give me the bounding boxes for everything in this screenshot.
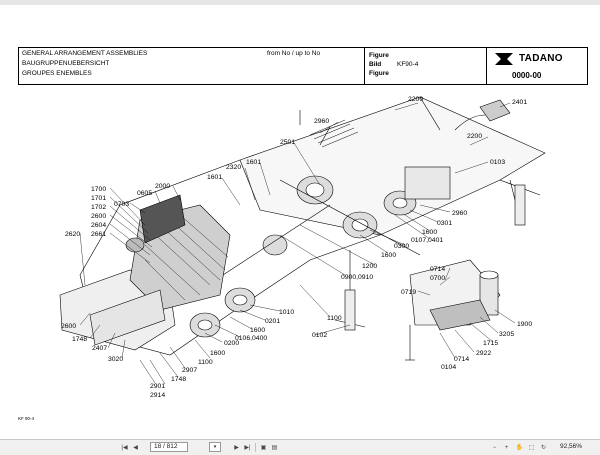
first-page-icon[interactable]: |◀ — [121, 445, 128, 451]
page-dropdown-icon[interactable]: ▾ — [209, 442, 221, 452]
callout-label: 2914 — [150, 392, 165, 399]
title-en: GENERAL ARRANGEMENT ASSEMBLIES — [22, 50, 148, 57]
select-tool-icon[interactable]: ⬚ — [528, 445, 535, 451]
callout-label: 1200 — [362, 263, 377, 270]
callout-label: 2200 — [408, 96, 423, 103]
callout-label: 1748 — [72, 336, 87, 343]
callout-label: 1600 — [250, 327, 265, 334]
rotate-icon[interactable]: ↻ — [540, 445, 547, 451]
bild-label: Bild — [369, 61, 382, 68]
pdf-viewer-toolbar: |◀ ◀ 18 / 812 ▾ ▶ ▶| ▣ ▤ − + ✋ ⬚ ↻ 92,56… — [0, 439, 600, 455]
zoom-out-icon[interactable]: − — [492, 444, 497, 451]
page-number-input[interactable]: 18 / 812 — [150, 442, 188, 452]
callout-label: 0900,0910 — [341, 274, 373, 281]
figure-number: 0000-00 — [512, 71, 542, 80]
callout-label: 1600 — [381, 252, 396, 259]
toolbar-separator — [255, 443, 256, 452]
callout-label: 2960 — [314, 118, 329, 125]
page-footnote: KF 90-4 — [18, 416, 35, 421]
callout-label: 1700 — [91, 186, 106, 193]
brand-name: TADANO — [519, 53, 563, 64]
callout-label: 1601 — [246, 159, 261, 166]
callout-label: 2661 — [91, 231, 106, 238]
hand-tool-icon[interactable]: ✋ — [515, 445, 524, 451]
callout-label: 2600 — [61, 323, 76, 330]
document-page: GENERAL ARRANGEMENT ASSEMBLIES BAUGRUPPE… — [0, 5, 600, 439]
callout-label: 2604 — [91, 222, 106, 229]
callout-label: 1100 — [327, 315, 342, 322]
callout-label: 0104 — [441, 364, 456, 371]
title-block: GENERAL ARRANGEMENT ASSEMBLIES BAUGRUPPE… — [18, 47, 588, 85]
callout-label: 0301 — [437, 220, 452, 227]
callout-label: 0300 — [394, 243, 409, 250]
next-page-icon[interactable]: ▶ — [234, 445, 239, 451]
callout-label: 1702 — [91, 204, 106, 211]
callout-label: 1600 — [210, 350, 225, 357]
callout-label: 0102 — [312, 332, 327, 339]
callout-label: 3205 — [499, 331, 514, 338]
callout-label: 1100 — [198, 359, 213, 366]
model-number: KF90-4 — [397, 61, 419, 68]
fit-width-icon[interactable]: ▤ — [271, 445, 278, 451]
crane-chassis-drawing: 2200 2401 2960 2200 2501 0103 1601 2320 … — [59, 96, 546, 399]
callout-label: 2922 — [476, 350, 491, 357]
last-page-icon[interactable]: ▶| — [244, 445, 251, 451]
callout-label: 2907 — [182, 367, 197, 374]
fit-page-icon[interactable]: ▣ — [260, 445, 267, 451]
callout-label: 2600 — [91, 213, 106, 220]
zoom-in-icon[interactable]: + — [504, 444, 509, 451]
callout-label: 2620 — [65, 231, 80, 238]
callout-label: 0719 — [401, 289, 416, 296]
callout-label: 1715 — [483, 340, 498, 347]
from-to-label: from No / up to No — [267, 50, 321, 57]
figure-label: Figure — [369, 52, 389, 59]
page-number-value: 18 — [154, 443, 162, 450]
callout-label: 2501 — [280, 139, 295, 146]
callout-label: 2401 — [512, 99, 527, 106]
title-de: BAUGRUPPENUEBERSICHT — [22, 60, 110, 67]
callout-label: 0103 — [490, 159, 505, 166]
prev-page-icon[interactable]: ◀ — [133, 445, 138, 451]
callout-label: 0106,0400 — [235, 335, 267, 342]
callout-label: 2000 — [155, 183, 170, 190]
callout-label: 1601 — [207, 174, 222, 181]
callout-label: 3020 — [108, 356, 123, 363]
tadano-logo-icon — [495, 53, 513, 65]
zoom-level[interactable]: 92,56% — [560, 443, 583, 450]
callout-label: 0201 — [265, 318, 280, 325]
callout-label: 2407 — [92, 345, 107, 352]
callout-label: 1701 — [91, 195, 106, 202]
page-total: / 812 — [163, 443, 178, 450]
callout-label: 1010 — [279, 309, 294, 316]
callout-label: 1748 — [171, 376, 186, 383]
callout-label: 0700 — [430, 275, 445, 282]
callout-label: 0703 — [114, 201, 129, 208]
callout-label: 0714 — [430, 266, 445, 273]
callout-label: 2320 — [226, 164, 241, 171]
title-block-divider — [486, 48, 487, 84]
callout-label: 1900 — [517, 321, 532, 328]
callout-labels: 2200 2401 2960 2200 2501 0103 1601 2320 … — [61, 96, 532, 399]
callout-label: 0107,0401 — [411, 237, 443, 244]
callout-label: 0605 — [137, 190, 152, 197]
title-fr: GROUPES ENEMBLES — [22, 70, 92, 77]
title-block-divider — [364, 48, 365, 84]
callout-label: 0714 — [454, 356, 469, 363]
callout-label: 2200 — [467, 133, 482, 140]
callout-label: 0200 — [224, 340, 239, 347]
callout-label: 2901 — [150, 383, 165, 390]
callout-label: 2960 — [452, 210, 467, 217]
figure-label-fr: Figure — [369, 70, 389, 77]
callout-label: 1600 — [422, 229, 437, 236]
